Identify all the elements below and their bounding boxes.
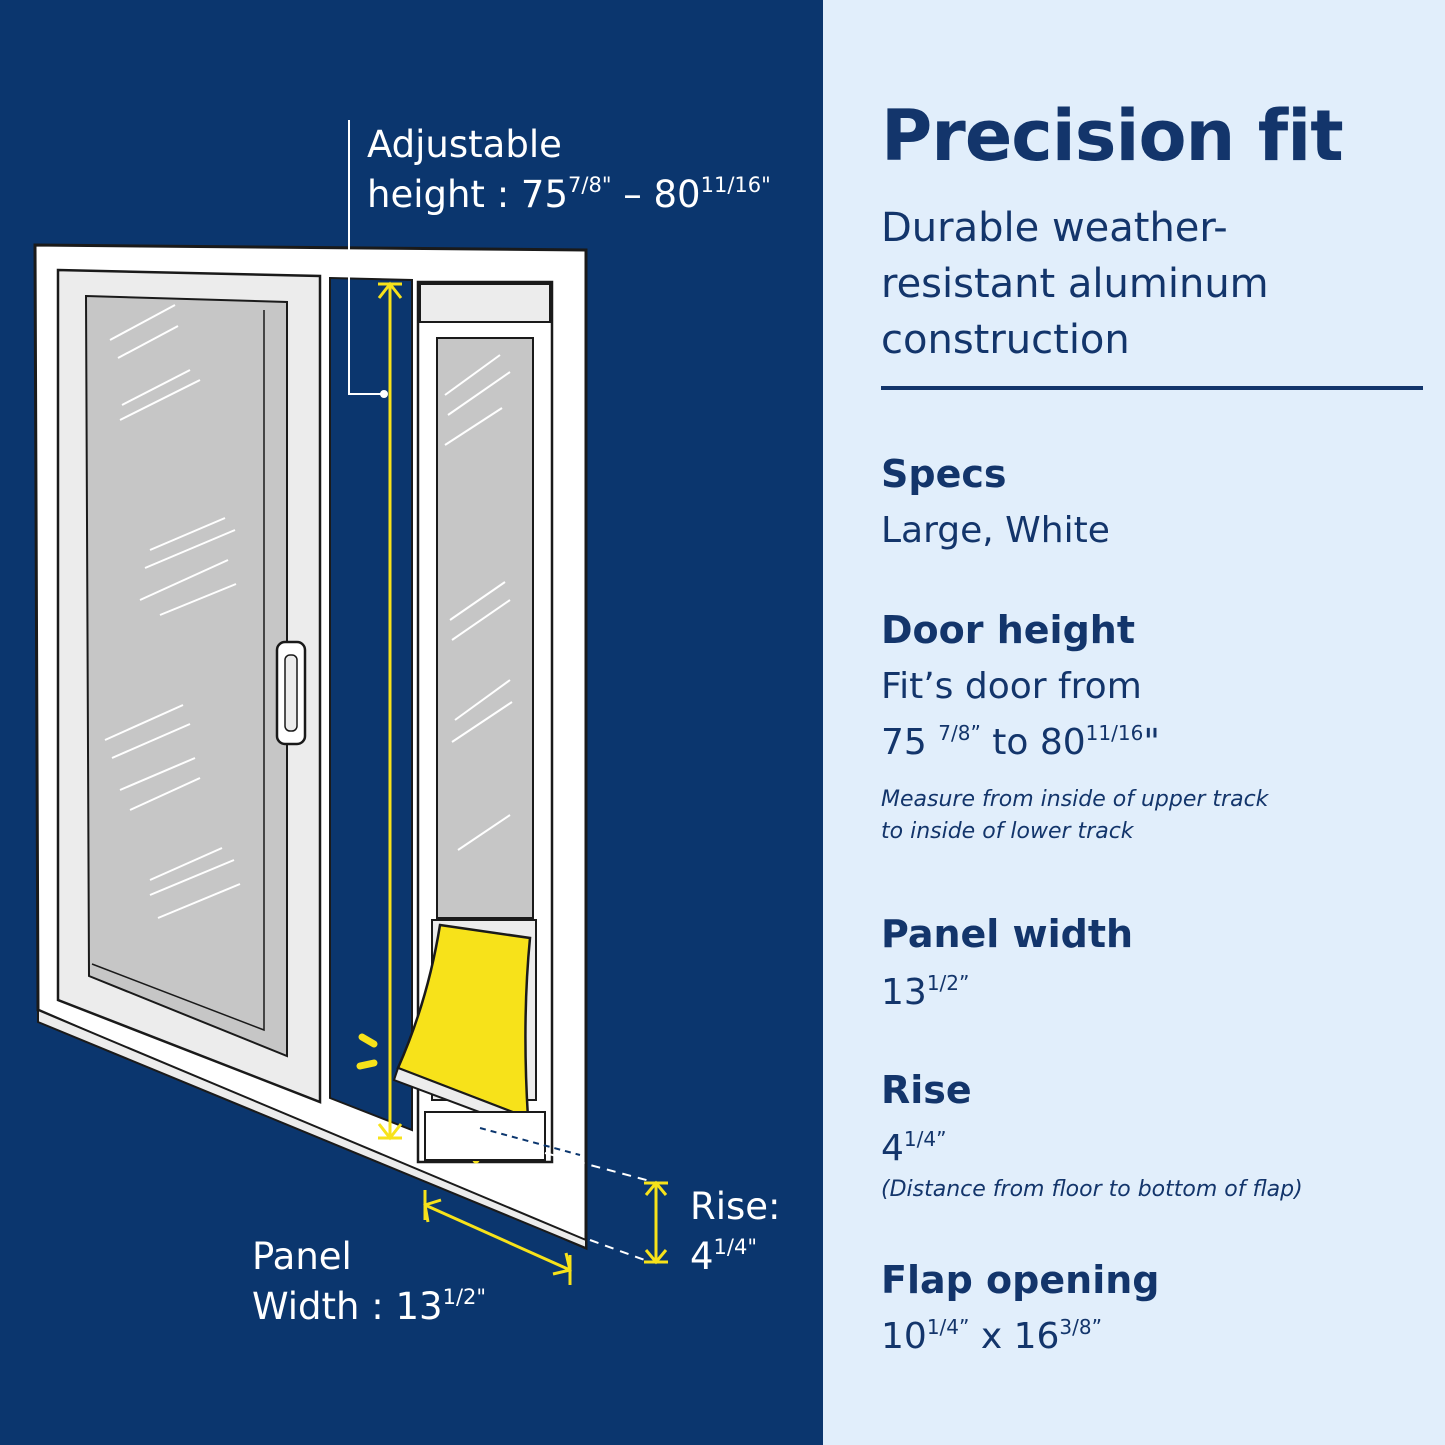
panel-width-value: 131/2” <box>881 971 970 1013</box>
height-arrow <box>377 281 403 1141</box>
height-callout-line2: height : 757/8" – 8011/16" <box>367 173 771 216</box>
panel-width-heading: Panel width <box>881 912 1134 956</box>
fixed-opening <box>329 276 413 1132</box>
door-height-range: 75 7/8” to 8011/16" <box>881 721 1160 763</box>
height-callout: Adjustable height : 757/8" – 8011/16" <box>367 120 771 220</box>
sash-inner-trim <box>91 310 265 1032</box>
flap-opening-heading: Flap opening <box>881 1258 1160 1302</box>
rise-value: 41/4” <box>881 1127 947 1169</box>
page-title: Precision fit <box>881 95 1344 177</box>
panel-header <box>419 283 551 323</box>
panel-glass <box>436 337 534 919</box>
door-height-heading: Door height <box>881 608 1135 652</box>
sash-glass <box>84 294 288 1058</box>
rise-heading: Rise <box>881 1068 972 1112</box>
flap-opening-value: 101/4” x 163/8” <box>881 1315 1102 1357</box>
width-arrow <box>423 1190 572 1285</box>
height-callout-line1: Adjustable <box>367 123 562 166</box>
info-panel <box>823 0 1445 1445</box>
specs-heading: Specs <box>881 452 1007 496</box>
divider <box>881 386 1423 390</box>
panel-width-callout: Panel Width : 131/2" <box>252 1232 486 1332</box>
subtitle: Durable weather- resistant aluminum cons… <box>881 205 1269 363</box>
height-leader <box>348 120 383 395</box>
rise-note: (Distance from floor to bottom of flap) <box>881 1177 1303 1202</box>
patio-door-illustration <box>33 120 668 1285</box>
door-sill <box>37 1008 587 1250</box>
panel-callout-line2: Width : 131/2" <box>252 1285 487 1328</box>
door-height-note: Measure from inside of upper track to in… <box>881 787 1269 844</box>
panel-callout-line1: Panel <box>252 1235 352 1278</box>
rise-callout-line2: 41/4" <box>690 1235 758 1278</box>
door-height-line1: Fit’s door from <box>881 666 1142 707</box>
rise-callout-line1: Rise: <box>690 1185 781 1228</box>
rise-guides <box>544 1152 651 1263</box>
specs-value: Large, White <box>881 510 1110 551</box>
rise-callout: Rise: 41/4" <box>690 1182 781 1282</box>
rise-arrow <box>644 1180 668 1265</box>
glass-reflections <box>104 304 241 919</box>
